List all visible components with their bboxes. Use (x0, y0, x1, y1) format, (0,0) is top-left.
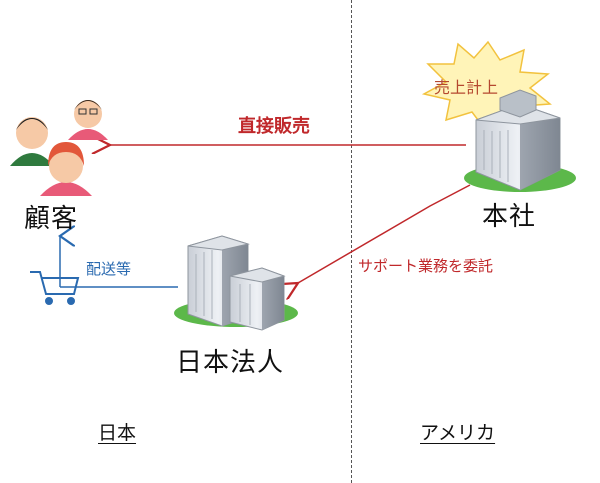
shopping-cart-icon (30, 271, 80, 305)
people-icon (10, 100, 108, 196)
japan-corp-label: 日本法人 (176, 348, 285, 378)
sales-booking-label: 売上計上 (434, 78, 499, 97)
region-label-america: アメリカ (420, 422, 496, 444)
direct-sales-label: 直接販売 (238, 116, 310, 137)
building-icon (174, 235, 298, 331)
customer-label: 顧客 (24, 204, 79, 234)
support-delegation-label: サポート業務を委託 (358, 257, 494, 275)
building-icon (464, 89, 576, 192)
headquarters-label: 本社 (482, 202, 537, 232)
support-arrow (298, 184, 471, 283)
region-label-japan: 日本 (98, 422, 137, 444)
region-divider (351, 0, 352, 483)
delivery-label: 配送等 (86, 260, 132, 278)
